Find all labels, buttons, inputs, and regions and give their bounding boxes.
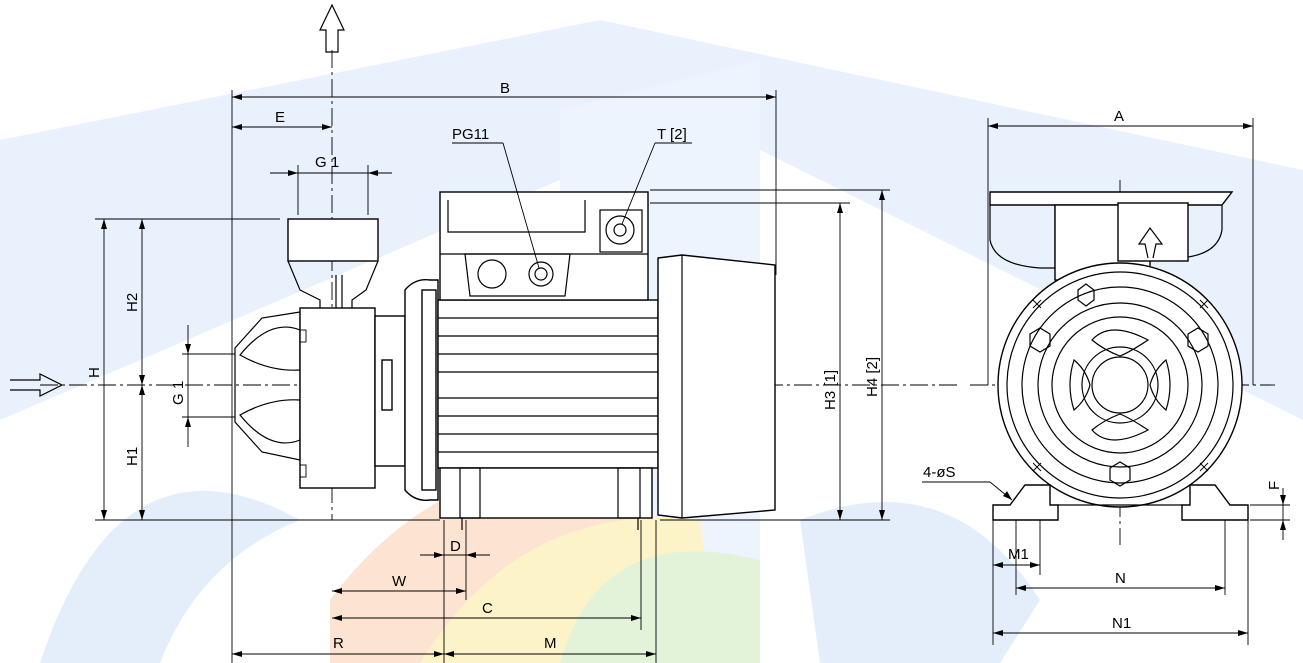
side-dimensions: B E G 1 PG11 T [2] H H2 H1: [86, 80, 890, 663]
label-D: D: [450, 538, 461, 555]
label-M: M: [544, 635, 557, 652]
label-T2: T [2]: [657, 126, 687, 143]
label-H4: H4 [2]: [864, 357, 881, 397]
label-H1: H1: [124, 447, 141, 466]
label-S: 4-øS: [923, 464, 956, 481]
label-M1: M1: [1008, 546, 1029, 563]
label-H: H: [86, 367, 103, 378]
label-G1-left: G 1: [170, 381, 187, 405]
label-E: E: [275, 109, 285, 126]
label-R: R: [333, 635, 344, 652]
label-F: F: [1266, 481, 1283, 490]
front-view: [970, 180, 1275, 545]
label-H2: H2: [124, 293, 141, 312]
label-B: B: [500, 80, 510, 97]
label-PG11: PG11: [452, 126, 489, 143]
label-G1-top: G 1: [315, 154, 339, 171]
label-N1: N1: [1112, 615, 1131, 632]
label-W: W: [392, 573, 407, 590]
label-N: N: [1115, 570, 1126, 587]
label-A: A: [1114, 108, 1124, 125]
label-C: C: [482, 600, 493, 617]
side-view: [10, 3, 960, 530]
label-H3: H3 [1]: [822, 370, 839, 410]
front-dimensions: A 4-øS F M1 N N1: [922, 108, 1290, 645]
